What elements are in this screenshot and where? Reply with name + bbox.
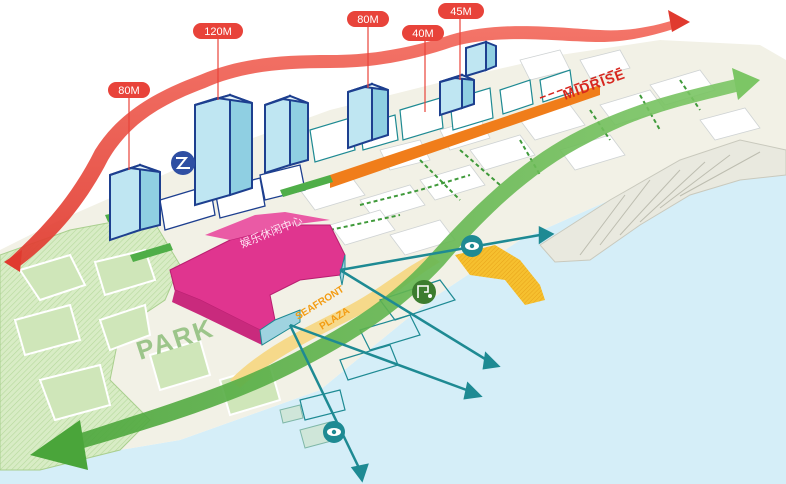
zigzag-icon — [171, 151, 195, 175]
height-tag-80m-right-text: 80M — [357, 14, 378, 26]
eye-icon — [323, 421, 345, 443]
height-tag-45m-text: 45M — [450, 6, 471, 18]
height-tag-120m: 120M — [193, 23, 243, 39]
height-tag-120m-text: 120M — [204, 26, 232, 38]
height-tag-40m: 40M — [402, 25, 444, 41]
tower-120m — [195, 95, 252, 205]
height-tag-80m-left-text: 80M — [118, 85, 139, 97]
viewpoint-sign-icon — [412, 280, 436, 304]
height-tag-45m: 45M — [438, 3, 484, 19]
eye-icon — [461, 235, 483, 257]
tower-middle — [265, 96, 308, 173]
height-tag-80m-right: 80M — [347, 11, 389, 27]
height-tag-40m-text: 40M — [412, 28, 433, 40]
height-tag-80m-left: 80M — [108, 82, 150, 98]
